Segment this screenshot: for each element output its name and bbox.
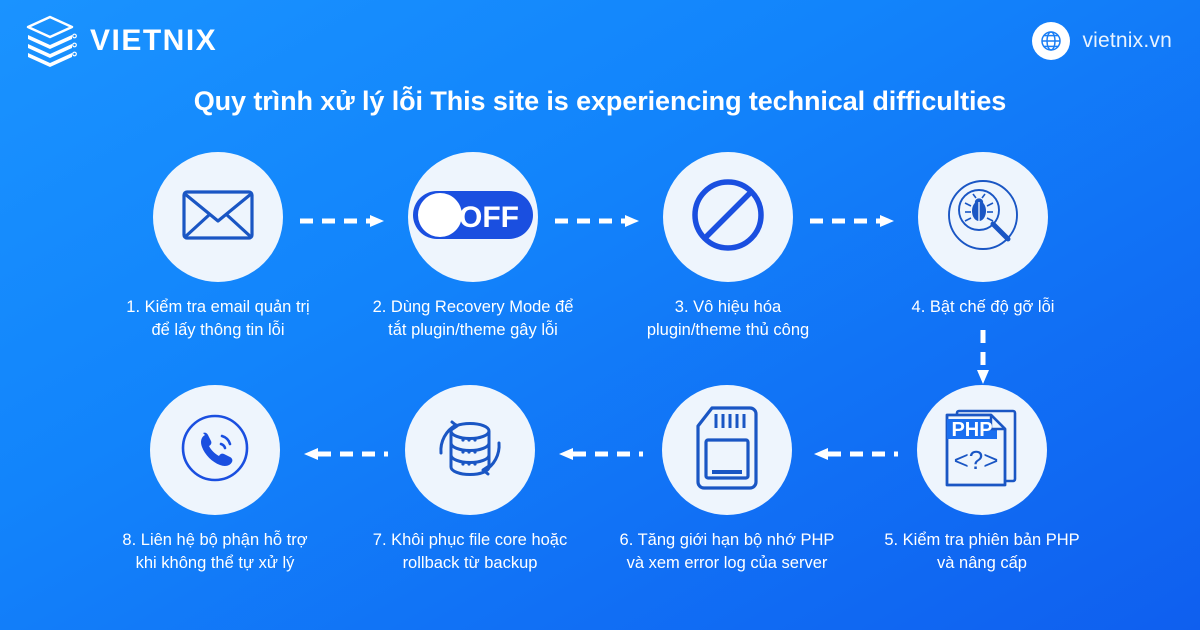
site-url-group[interactable]: vietnix.vn bbox=[1032, 22, 1172, 60]
arrow-step3-to-step4 bbox=[810, 214, 900, 228]
step-5-icon-bubble: PHP <?> bbox=[917, 385, 1047, 515]
step-3-icon-bubble bbox=[663, 152, 793, 282]
page-title: Quy trình xử lý lỗi This site is experie… bbox=[193, 86, 1007, 116]
step-4[interactable]: 4. Bật chế độ gỡ lỗi bbox=[858, 152, 1108, 319]
step-7-caption: 7. Khôi phục file core hoặc rollback từ … bbox=[372, 531, 568, 573]
step-1-icon-bubble bbox=[153, 152, 283, 282]
step-6[interactable]: 6. Tăng giới hạn bộ nhớ PHP và xem error… bbox=[602, 385, 852, 576]
arrow-step7-to-step8 bbox=[298, 447, 388, 461]
php-file-icon: PHP <?> bbox=[939, 405, 1025, 496]
step-2-caption: 2. Dùng Recovery Mode để tắt plugin/them… bbox=[372, 298, 574, 340]
php-code-label: <?> bbox=[954, 445, 999, 475]
prohibited-circle-icon bbox=[691, 178, 765, 257]
brand-name: VIETNIX bbox=[90, 24, 218, 57]
step-6-caption: 6. Tăng giới hạn bộ nhớ PHP và xem error… bbox=[619, 531, 835, 573]
step-6-icon-bubble bbox=[662, 385, 792, 515]
step-7[interactable]: 7. Khôi phục file core hoặc rollback từ … bbox=[345, 385, 595, 576]
arrow-step4-to-step5 bbox=[976, 330, 990, 386]
step-3-caption: 3. Vô hiệu hóa plugin/theme thủ công bbox=[646, 298, 810, 340]
step-2-icon-bubble: OFF bbox=[408, 152, 538, 282]
php-file-label: PHP bbox=[951, 419, 992, 441]
database-restore-icon bbox=[427, 405, 513, 496]
bug-magnifier-icon bbox=[942, 174, 1024, 261]
step-7-icon-bubble bbox=[405, 385, 535, 515]
site-url-label: vietnix.vn bbox=[1082, 29, 1172, 52]
arrow-step6-to-step7 bbox=[553, 447, 643, 461]
brand-logo-group: VIETNIX bbox=[22, 14, 217, 68]
stacked-server-layers-icon bbox=[22, 14, 78, 68]
memory-card-icon bbox=[694, 405, 760, 495]
envelope-icon bbox=[181, 187, 255, 248]
page-header: VIETNIX vietnix.vn bbox=[0, 0, 1200, 82]
toggle-off-label: OFF bbox=[459, 201, 519, 234]
toggle-off-icon[interactable]: OFF bbox=[411, 189, 535, 246]
step-1[interactable]: 1. Kiểm tra email quản trị để lấy thông … bbox=[93, 152, 343, 343]
arrow-step5-to-step6 bbox=[808, 447, 898, 461]
step-3[interactable]: 3. Vô hiệu hóa plugin/theme thủ công bbox=[603, 152, 853, 343]
arrow-step1-to-step2 bbox=[300, 214, 390, 228]
step-1-caption: 1. Kiểm tra email quản trị để lấy thông … bbox=[126, 298, 310, 340]
step-5-caption: 5. Kiểm tra phiên bản PHP và nâng cấp bbox=[884, 531, 1080, 573]
step-2[interactable]: OFF 2. Dùng Recovery Mode để tắt plugin/… bbox=[348, 152, 598, 343]
step-5[interactable]: PHP <?> 5. Kiểm tra phiên bản PHP và nân… bbox=[857, 385, 1107, 576]
step-8[interactable]: 8. Liên hệ bộ phận hỗ trợ khi không thể … bbox=[90, 385, 340, 576]
step-4-caption: 4. Bật chế độ gỡ lỗi bbox=[911, 298, 1055, 316]
step-4-icon-bubble bbox=[918, 152, 1048, 282]
step-8-caption: 8. Liên hệ bộ phận hỗ trợ khi không thể … bbox=[122, 531, 308, 573]
phone-support-icon bbox=[172, 405, 258, 496]
arrow-step2-to-step3 bbox=[555, 214, 645, 228]
globe-icon bbox=[1032, 22, 1071, 60]
step-8-icon-bubble bbox=[150, 385, 280, 515]
